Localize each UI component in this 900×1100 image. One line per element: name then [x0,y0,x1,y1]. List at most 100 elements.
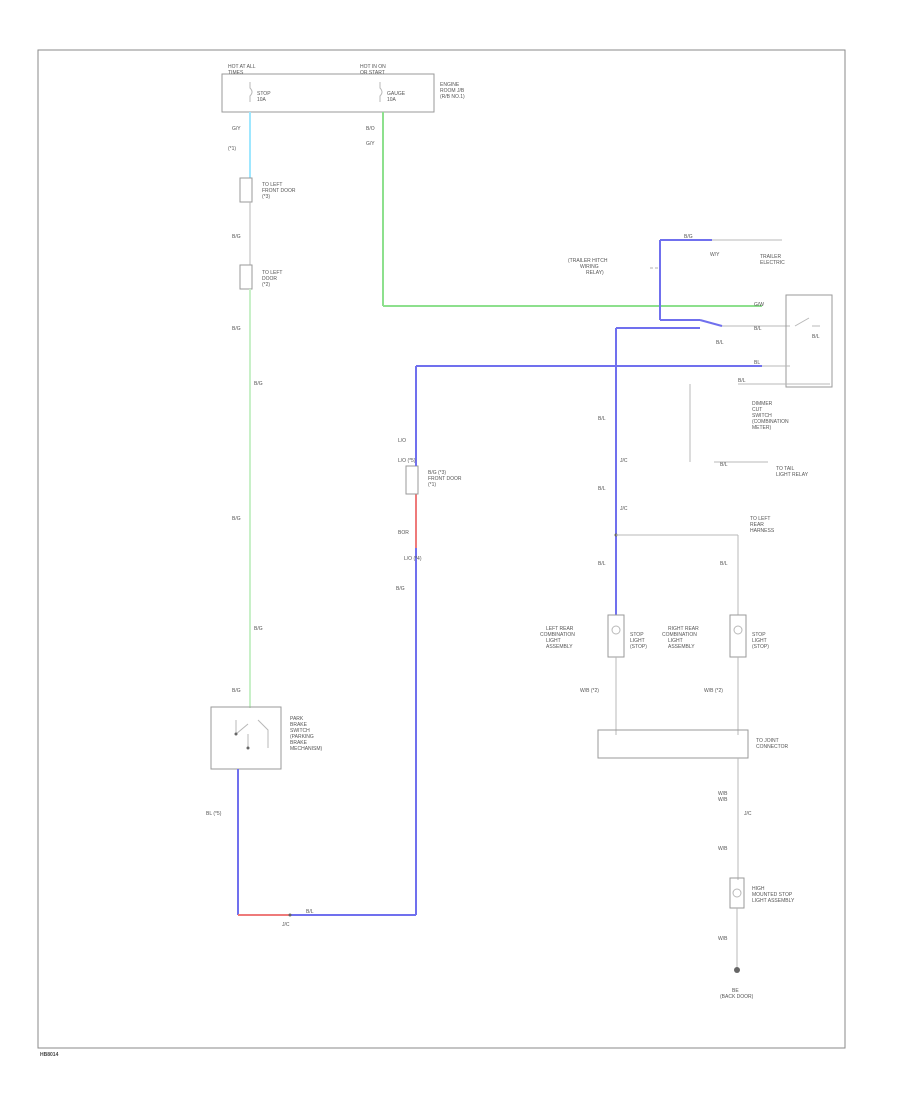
svg-text:B/G: B/G [232,234,241,240]
svg-text:10A: 10A [257,97,267,103]
svg-text:B/G: B/G [684,234,693,240]
svg-text:CONNECTOR: CONNECTOR [756,744,789,750]
svg-text:(*1): (*1) [428,482,436,488]
svg-text:(STOP): (STOP) [630,644,647,650]
svg-text:TO LEFT: TO LEFT [262,182,282,188]
svg-text:(STOP): (STOP) [752,644,769,650]
svg-text:(*3): (*3) [262,194,270,200]
high-mounted-stop-light: HIGH MOUNTED STOP LIGHT ASSEMBLY [729,877,795,909]
svg-text:STOP: STOP [257,91,271,97]
switch-icon [235,719,269,748]
bulb-icon [733,625,743,635]
svg-text:SWITCH: SWITCH [752,413,772,419]
svg-text:B/G: B/G [254,381,263,387]
svg-text:(R/B NO.1): (R/B NO.1) [440,94,465,100]
gauge-fuse-icon [379,82,383,102]
svg-text:BL (*5): BL (*5) [206,811,222,817]
svg-text:B/L: B/L [598,416,606,422]
svg-text:B/L: B/L [598,561,606,567]
svg-text:LIGHT: LIGHT [630,638,645,644]
svg-text:LIGHT RELAY: LIGHT RELAY [776,472,809,478]
svg-text:J/C: J/C [282,922,290,928]
svg-text:W/B: W/B [718,797,728,803]
svg-text:RELAY): RELAY) [586,270,604,276]
svg-text:TO TAIL: TO TAIL [776,466,795,472]
svg-text:BL: BL [754,360,760,366]
svg-text:OR START: OR START [360,70,385,76]
svg-text:REAR: REAR [750,522,764,528]
svg-text:ROOM J/B: ROOM J/B [440,88,465,94]
svg-text:B/L: B/L [598,486,606,492]
svg-text:B/L: B/L [306,909,314,915]
svg-text:TO LEFT: TO LEFT [262,270,282,276]
svg-text:DOOR: DOOR [262,276,277,282]
svg-text:G/Y: G/Y [366,141,375,147]
svg-text:(TRAILER HITCH: (TRAILER HITCH [568,258,608,264]
svg-text:L/O: L/O [398,438,406,444]
svg-text:TO LEFT: TO LEFT [750,516,770,522]
svg-text:(COMBINATION: (COMBINATION [752,419,789,425]
svg-text:(*2): (*2) [262,282,270,288]
svg-text:W/B (*2): W/B (*2) [704,688,723,694]
svg-text:ELECTRIC: ELECTRIC [760,260,785,266]
svg-text:B/G: B/G [232,326,241,332]
svg-text:10A: 10A [387,97,397,103]
svg-text:G/W: G/W [754,302,764,308]
svg-text:FRONT DOOR: FRONT DOOR [428,476,462,482]
svg-text:BRAKE: BRAKE [290,740,308,746]
svg-text:BRAKE: BRAKE [290,722,308,728]
svg-text:B/O: B/O [366,126,375,132]
svg-text:B/L: B/L [720,561,728,567]
svg-text:MECHANISM): MECHANISM) [290,746,323,752]
svg-text:HOT AT ALL: HOT AT ALL [228,64,256,70]
svg-text:DIMMER: DIMMER [752,401,773,407]
svg-text:ASSEMBLY: ASSEMBLY [668,644,695,650]
connector-to-front-door: B/G (*3) FRONT DOOR (*1) [405,465,462,495]
engine-room-junction-block: HOT AT ALL TIMES HOT IN ON OR START STOP… [221,64,465,113]
switch-icon [794,317,820,327]
svg-text:W/B: W/B [718,846,728,852]
svg-text:J/C: J/C [620,458,628,464]
svg-text:HIGH: HIGH [752,886,765,892]
left-rear-combination-light: LEFT REAR COMBINATION LIGHT ASSEMBLY STO… [540,614,647,658]
svg-text:LIGHT: LIGHT [546,638,561,644]
right-rear-combination-light: RIGHT REAR COMBINATION LIGHT ASSEMBLY ST… [662,614,769,658]
svg-text:WIRING: WIRING [580,264,599,270]
svg-text:COMBINATION: COMBINATION [662,632,697,638]
stop-fuse-icon [249,82,253,102]
svg-text:(*1): (*1) [228,146,236,152]
svg-text:STOP: STOP [752,632,766,638]
svg-text:W/B: W/B [718,936,728,942]
svg-text:FRONT DOOR: FRONT DOOR [262,188,296,194]
svg-text:SWITCH: SWITCH [290,728,310,734]
svg-text:MOUNTED STOP: MOUNTED STOP [752,892,793,898]
svg-text:B/L: B/L [738,378,746,384]
svg-text:LIGHT: LIGHT [668,638,683,644]
svg-text:B/G: B/G [232,688,241,694]
svg-text:W/B: W/B [718,791,728,797]
diagram-frame [37,49,846,1049]
svg-text:B/L: B/L [754,326,762,332]
svg-text:(BACK DOOR): (BACK DOOR) [720,994,754,1000]
bulb-icon [732,888,742,898]
svg-text:ENGINE: ENGINE [440,82,460,88]
svg-text:ASSEMBLY: ASSEMBLY [546,644,573,650]
svg-text:HARNESS: HARNESS [750,528,775,534]
park-brake-switch: PARK BRAKE SWITCH (PARKING BRAKE MECHANI… [210,706,323,770]
svg-text:J/C: J/C [620,506,628,512]
svg-text:W/B (*2): W/B (*2) [580,688,599,694]
svg-text:B/L: B/L [720,462,728,468]
svg-text:J/C: J/C [744,811,752,817]
svg-text:W/Y: W/Y [710,252,720,258]
svg-text:B/G: B/G [396,586,405,592]
svg-text:PARK: PARK [290,716,304,722]
svg-text:G/Y: G/Y [232,126,241,132]
svg-text:B/G: B/G [232,516,241,522]
connector-to-left-front-door: TO LEFT FRONT DOOR (*3) [239,177,296,203]
svg-text:B/L: B/L [812,334,820,340]
svg-text:B/G (*3): B/G (*3) [428,470,446,476]
ground-icon [734,967,740,973]
trailer-relay-connector: (TRAILER HITCH WIRING RELAY) TRAILER ELE… [568,254,785,276]
svg-text:L/O (*5): L/O (*5) [398,458,416,464]
